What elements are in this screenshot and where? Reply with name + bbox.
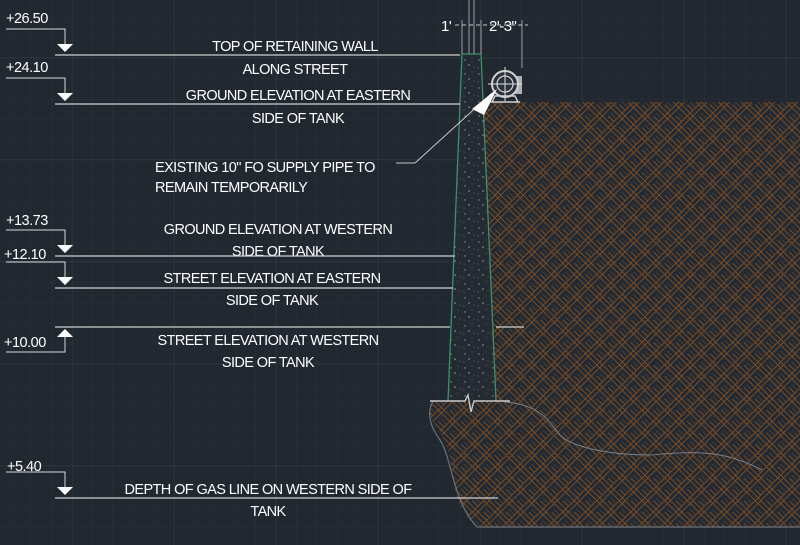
elevation-marker-26-50: +26.50 TOP OF RETAINING WALL ALONG STREE… [6, 11, 460, 78]
callout-line2: REMAIN TEMPORARILY [155, 180, 308, 196]
elevation-value: +24.10 [6, 60, 48, 76]
elevation-value: +5.40 [7, 459, 42, 475]
elevation-marker-10-00: +10.00 STREET ELEVATION AT WESTERN SIDE … [4, 326, 524, 371]
elevation-label-line1: DEPTH OF GAS LINE ON WESTERN SIDE OF [125, 482, 413, 498]
elevation-value: +26.50 [6, 11, 48, 27]
elevation-value: +10.00 [4, 335, 46, 351]
pipe-icon [487, 67, 522, 103]
elevation-label-line2: ALONG STREET [243, 62, 349, 78]
elevation-marker-24-10: +24.10 GROUND ELEVATION AT EASTERN SIDE … [6, 60, 460, 127]
elevation-label-line2: SIDE OF TANK [232, 244, 325, 260]
elevation-label-line1: STREET ELEVATION AT WESTERN [158, 333, 379, 349]
elevation-label-line1: GROUND ELEVATION AT WESTERN [164, 222, 393, 238]
elevation-marker-12-10: +12.10 STREET ELEVATION AT EASTERN SIDE … [4, 247, 455, 309]
dimension-right: 2'-3" [489, 18, 517, 35]
callout-line1: EXISTING 10" FO SUPPLY PIPE TO [155, 160, 375, 176]
elevation-label-line2: SIDE OF TANK [226, 293, 319, 309]
elevation-label-line1: GROUND ELEVATION AT EASTERN [186, 88, 411, 104]
wall-dimension: 1' 2'-3" [441, 0, 528, 68]
callout-leader [396, 89, 497, 164]
dimension-left: 1' [441, 18, 452, 35]
elevation-value: +13.73 [6, 213, 48, 229]
elevation-label-line2: SIDE OF TANK [252, 111, 345, 127]
elevation-marker-5-40: +5.40 DEPTH OF GAS LINE ON WESTERN SIDE … [6, 459, 498, 520]
elevation-value: +12.10 [4, 247, 46, 263]
elevation-label-line1: TOP OF RETAINING WALL [212, 39, 378, 55]
elevation-label-line1: STREET ELEVATION AT EASTERN [164, 271, 381, 287]
soil-hatch-region [429, 102, 800, 528]
elevation-label-line2: TANK [250, 504, 286, 520]
elevation-label-line2: SIDE OF TANK [222, 355, 315, 371]
retaining-wall [430, 53, 510, 413]
